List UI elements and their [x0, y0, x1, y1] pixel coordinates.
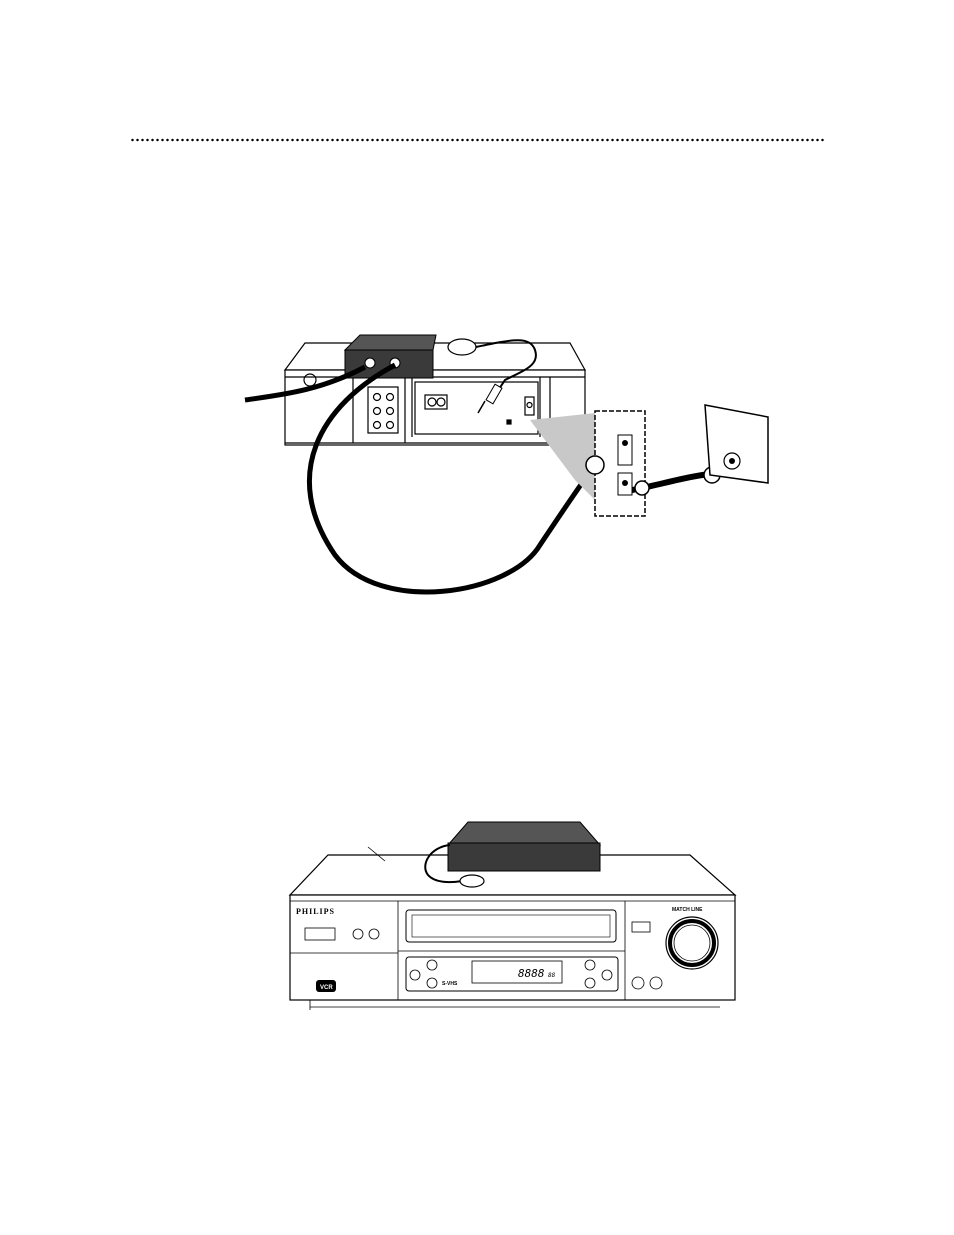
ir-sensor	[460, 875, 484, 887]
display-digits: 8888	[518, 967, 545, 980]
svg-text:VCR: VCR	[320, 985, 333, 991]
svhs-mark: S-VHS	[442, 981, 458, 987]
jog-shuttle-dial[interactable]	[666, 917, 718, 969]
rear-connection-illustration	[240, 325, 780, 605]
rf-jack-closeup	[530, 411, 645, 516]
display-small-digits: 88	[548, 972, 556, 979]
eject-button[interactable]	[632, 922, 650, 932]
model-mark: MATCH LINE	[672, 907, 703, 913]
stop-button[interactable]	[650, 977, 662, 989]
brand-logo: PHILIPS	[296, 907, 335, 916]
front-button-1[interactable]	[353, 929, 363, 939]
dotted-separator-rule	[130, 138, 825, 142]
front-panel-illustration: PHILIPS VCR S-VHS 8888 88 MATCH LINE	[280, 815, 750, 1015]
power-button[interactable]	[305, 928, 335, 940]
cable-box-front	[448, 822, 600, 871]
vcr-plus-logo: VCR	[316, 980, 336, 992]
wall-outlet	[705, 405, 768, 483]
pause-button[interactable]	[632, 977, 644, 989]
front-button-2[interactable]	[369, 929, 379, 939]
